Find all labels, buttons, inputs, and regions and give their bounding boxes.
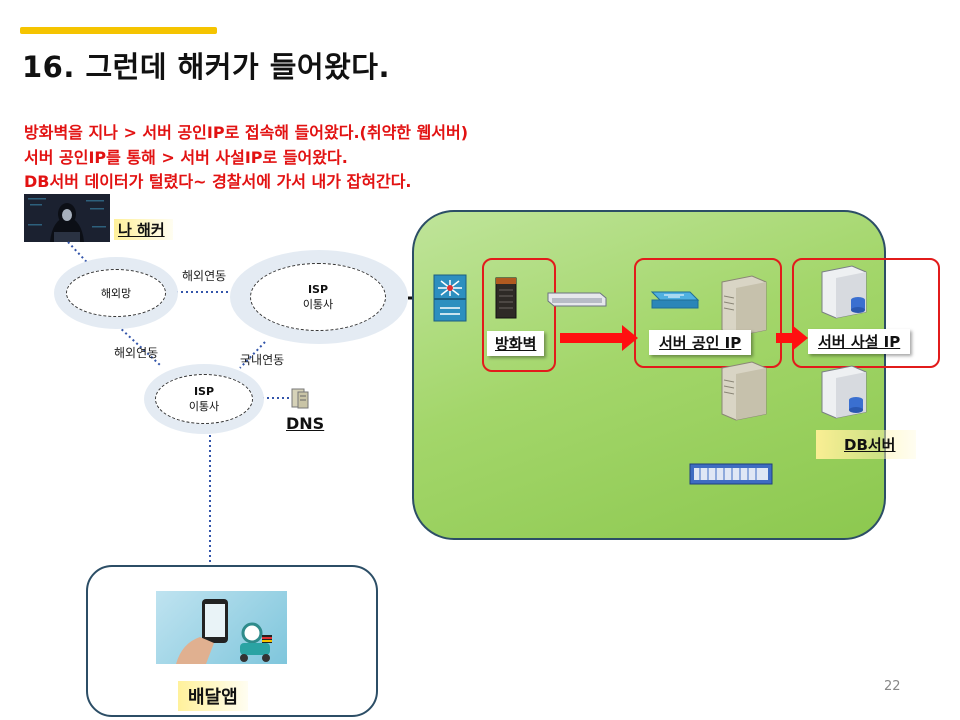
firewall-label: 방화벽	[487, 331, 545, 356]
private-ip-label: 서버 사설 IP	[808, 329, 911, 354]
description-line-1: 방화벽을 지나 > 서버 공인IP로 접속해 들어왔다.(취약한 웹서버)	[24, 123, 469, 142]
isp-top-line1: ISP	[307, 282, 329, 296]
page-number: 22	[884, 679, 901, 694]
db-server-icon	[821, 365, 867, 419]
db-server-label: DB서버	[816, 430, 916, 459]
description-line-2: 서버 공인IP를 통해 > 서버 사설IP로 들어왔다.	[24, 148, 348, 167]
isp-top-line2: 이통사	[302, 297, 334, 311]
firewall-device-icon	[495, 277, 517, 319]
public-ip-label: 서버 공인 IP	[649, 330, 752, 355]
private-ip-highlight	[792, 258, 940, 368]
description-line-3: DB서버 데이터가 털렸다~ 경찰서에 가서 내가 잡혀간다.	[24, 172, 412, 191]
attack-arrow-1-icon	[560, 325, 638, 351]
isp-bottom-line2: 이통사	[188, 399, 220, 413]
link-overseas-1: 해외연동	[182, 269, 227, 283]
web-server-icon	[721, 275, 767, 337]
delivery-app-image	[156, 591, 287, 664]
slide-title: 16. 그런데 해커가 들어왔다.	[22, 50, 390, 84]
network-appliance-icon	[547, 292, 607, 307]
core-switch-icon	[433, 274, 467, 322]
isp-bottom-line1: ISP	[193, 384, 215, 398]
phone-delivery-icon	[176, 599, 272, 664]
storage-array-icon	[689, 463, 773, 485]
public-ip-highlight	[634, 258, 782, 368]
hacker-silhouette-icon	[24, 194, 110, 242]
isp-bottom: ISP 이통사	[144, 364, 264, 434]
internal-server-icon	[721, 361, 767, 421]
private-server-icon	[821, 265, 867, 319]
overseas-network: 해외망	[54, 257, 178, 329]
link-overseas-2: 해외연동	[114, 346, 159, 360]
hacker-image	[24, 194, 110, 242]
firewall-highlight	[482, 258, 556, 372]
title-accent-bar	[20, 27, 217, 34]
hacker-label: 나 해커	[114, 219, 173, 240]
overseas-network-label: 해외망	[100, 287, 132, 300]
link-domestic: 국내연동	[240, 353, 285, 367]
isp-top: ISP 이통사	[230, 250, 408, 344]
attack-arrow-2-icon	[776, 325, 808, 351]
switch-icon	[650, 291, 700, 309]
delivery-app-label: 배달앱	[178, 681, 248, 711]
dns-label: DNS	[286, 414, 325, 433]
